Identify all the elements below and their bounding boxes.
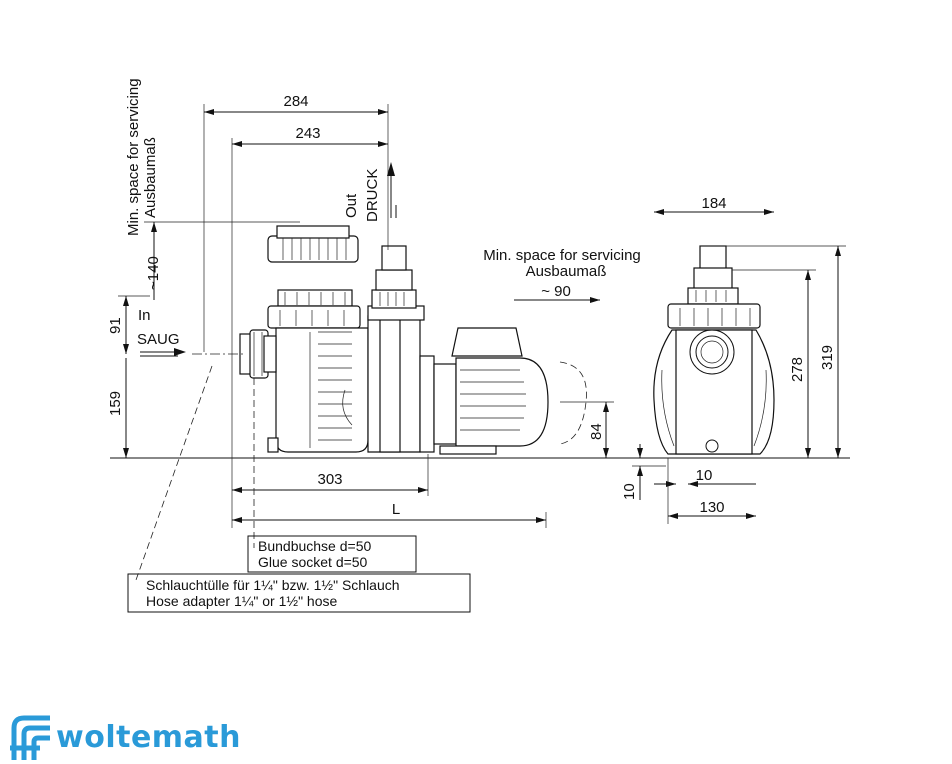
pump-side-view [653, 245, 775, 455]
note-glue-socket: Bundbuchse d=50 Glue socket d=50 [247, 535, 417, 573]
service-space-en: Min. space for servicing [125, 78, 142, 236]
strainer-lid-removed [267, 235, 359, 263]
drain-plug [267, 437, 279, 453]
note-glue-socket-de: Bundbuchse d=50 [258, 538, 371, 554]
volute-flange [379, 315, 401, 453]
dim-319: 319 [819, 345, 836, 370]
side-dimensions: 184 Min. space for servicing Ausbaumaß ~… [483, 195, 846, 524]
dim-91: 91 [107, 317, 124, 334]
pump-front-view [239, 225, 587, 455]
terminal-box [451, 327, 523, 357]
dim-303: 303 [317, 471, 342, 488]
side-outlet-nut [687, 287, 739, 305]
motor-housing [455, 357, 549, 447]
dim-service-90: ~ 90 [541, 283, 571, 300]
outlet-pipe [375, 269, 413, 291]
note-hose-adapter-en: Hose adapter 1¼" or 1½" hose [146, 593, 337, 609]
woltemath-logo-icon [10, 715, 50, 760]
note-hose-adapter-de: Schlauchtülle für 1¼" bzw. 1½" Schlauch [146, 577, 400, 593]
dim-service-140: ~140 [145, 256, 162, 290]
side-outlet-pipe [693, 267, 733, 291]
dim-243: 243 [295, 125, 320, 142]
inlet-label-en: In [138, 307, 151, 324]
outlet-label-en: Out [343, 193, 360, 218]
dim-10-vertical: 10 [621, 483, 638, 500]
strainer-housing [275, 327, 369, 453]
service-side-de: Ausbaumaß [526, 263, 607, 280]
note-hose-adapter: Schlauchtülle für 1¼" bzw. 1½" Schlauch … [127, 573, 471, 613]
side-inlet-ring [689, 329, 735, 375]
front-dimensions: 284 243 ~140 Min. space for servicing Au… [107, 78, 614, 581]
side-outlet-tail [699, 245, 727, 271]
side-drain [705, 439, 719, 453]
inlet-union [263, 335, 277, 373]
fan-cover-outline [559, 361, 587, 445]
outlet-hose-tail [381, 245, 407, 271]
motor-shield [433, 363, 457, 445]
dim-184: 184 [701, 195, 726, 212]
outlet-label-de: DRUCK [364, 169, 381, 222]
dim-278: 278 [789, 357, 806, 382]
dim-10-horizontal: 10 [696, 467, 713, 484]
dim-159: 159 [107, 391, 124, 416]
side-body [675, 329, 753, 455]
dim-L: L [392, 501, 400, 518]
motor-foot [439, 445, 497, 455]
strainer-lid [267, 305, 361, 329]
service-side-en: Min. space for servicing [483, 247, 641, 264]
dim-84: 84 [588, 423, 605, 440]
note-glue-socket-en: Glue socket d=50 [258, 554, 368, 570]
inlet-label-de: SAUG [137, 331, 180, 348]
outlet-nut [371, 289, 417, 309]
woltemath-logo: woltemath [10, 712, 241, 764]
strainer-ring [277, 289, 353, 307]
logo-wordmark: woltemath [56, 720, 241, 755]
service-space-de: Ausbaumaß [142, 137, 159, 218]
strainer-lid-knob [276, 225, 350, 239]
side-lid [667, 303, 761, 329]
dim-284: 284 [283, 93, 308, 110]
motor-flange [419, 355, 435, 453]
dim-130: 130 [699, 499, 724, 516]
